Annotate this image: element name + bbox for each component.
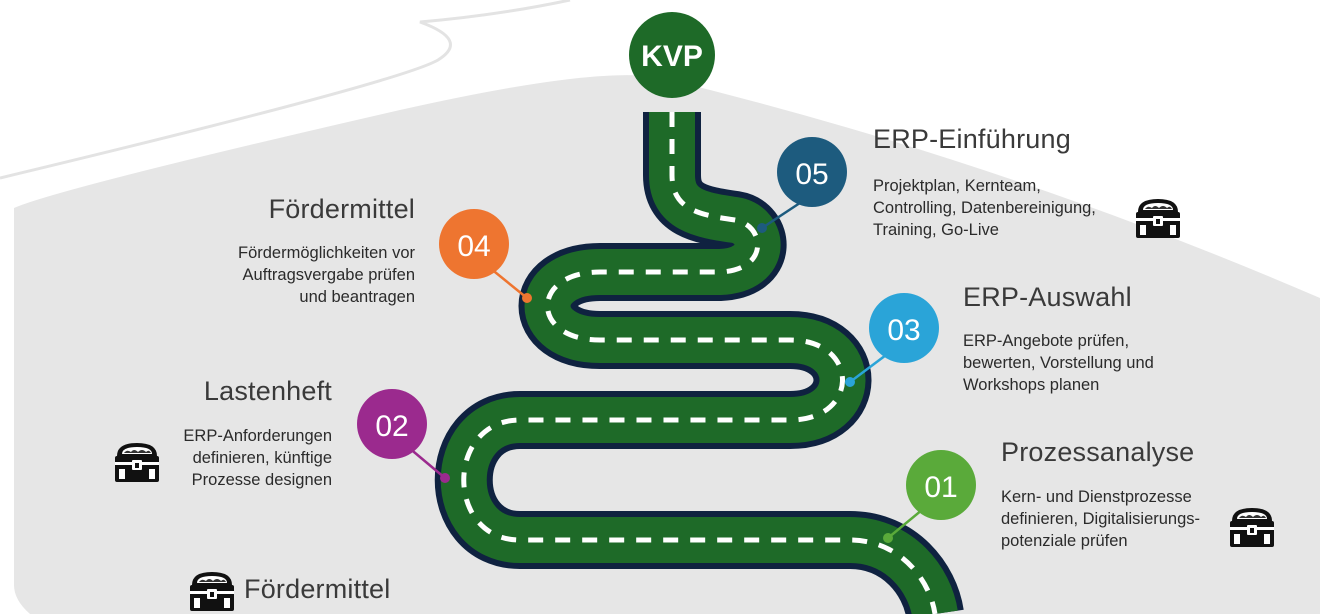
milestone-03-title: ERP-Auswahl [963, 282, 1132, 312]
goal-label: KVP [641, 40, 703, 73]
legend-label: Fördermittel [244, 574, 391, 604]
milestone-01-title: Prozessanalyse [1001, 437, 1195, 467]
milestone-04-title: Fördermittel [268, 194, 415, 224]
milestone-05-number: 05 [795, 158, 828, 191]
treasure-chest-icon [1228, 505, 1276, 549]
milestone-02-description: ERP-Anforderungen definieren, künftige P… [183, 427, 332, 489]
milestone-04: 04 [439, 209, 532, 303]
treasure-chest-icon [1134, 196, 1182, 240]
treasure-chest-icon [113, 440, 161, 484]
milestone-02-number: 02 [375, 410, 408, 443]
milestone-02: 02 [357, 389, 450, 483]
milestone-03-description: ERP-Angebote prüfen, bewerten, Vorstellu… [963, 332, 1154, 394]
decorative-swoosh [0, 0, 571, 180]
milestone-01-description: Kern- und Dienstprozesse definieren, Dig… [1001, 488, 1201, 550]
milestone-01: 01 [883, 450, 976, 543]
milestone-03: 03 [845, 293, 939, 387]
milestone-05-description: Projektplan, Kernteam, Controlling, Date… [873, 177, 1096, 239]
legend-treasure-chest-icon [188, 569, 236, 613]
milestone-03-number: 03 [887, 314, 920, 347]
milestone-01-number: 01 [924, 471, 957, 504]
milestone-04-description: Fördermöglichkeiten vor Auftragsvergabe … [238, 244, 415, 306]
goal-kvp: KVP [629, 12, 715, 98]
goal-circle [629, 12, 715, 98]
milestone-02-title: Lastenheft [203, 376, 332, 406]
road-marking [461, 112, 938, 614]
milestone-04-number: 04 [457, 230, 490, 263]
milestone-05-title: ERP-Einführung [873, 124, 1071, 154]
milestone-05: 05 [757, 137, 847, 233]
